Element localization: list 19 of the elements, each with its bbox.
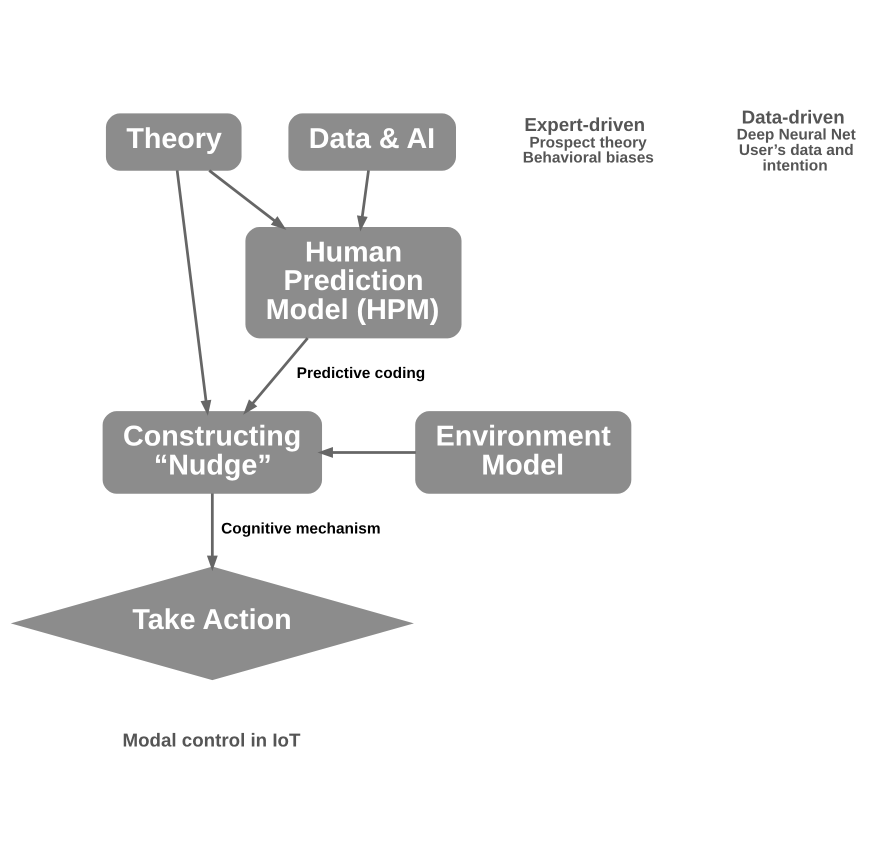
node-label: Modal control in IoT xyxy=(122,729,300,750)
edge-label: Predictive coding xyxy=(296,365,426,382)
node-diamond: Take Action xyxy=(10,566,414,680)
arrow xyxy=(176,170,212,416)
node-box: Data & AI xyxy=(288,113,456,171)
arrow xyxy=(208,169,286,230)
node-box: Environment Model xyxy=(415,411,632,494)
arrow xyxy=(206,494,218,572)
arrow xyxy=(243,337,309,415)
node-label: Deep Neural Net User’s data and intention xyxy=(736,126,856,174)
edge-label: Cognitive mechanism xyxy=(221,520,381,538)
node-label: Expert-driven xyxy=(524,114,646,136)
arrow xyxy=(356,170,370,232)
node-box: Theory xyxy=(106,113,242,171)
node-label: Data-driven xyxy=(742,106,845,128)
node-box: Human Prediction Model (HPM) xyxy=(245,226,462,338)
arrow xyxy=(317,447,416,458)
node-box: Constructing “Nudge” xyxy=(102,411,322,494)
node-label: Prospect theory Behavioral biases xyxy=(522,134,654,167)
